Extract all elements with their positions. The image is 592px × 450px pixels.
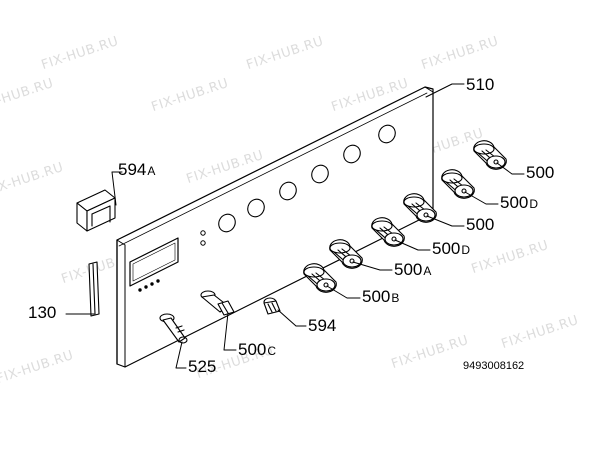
label-number: 594 — [308, 316, 337, 335]
label-number: 510 — [466, 75, 495, 94]
label-594: 594 — [308, 317, 336, 334]
label-500: 500 — [526, 164, 554, 181]
knob — [329, 239, 363, 269]
label-594a: 594A — [118, 161, 155, 180]
label-number: 525 — [188, 357, 217, 376]
label-suffix: D — [529, 197, 539, 211]
label-suffix: A — [423, 264, 432, 278]
label-number: 130 — [28, 303, 57, 322]
label-suffix: D — [461, 243, 471, 257]
label-suffix: A — [147, 164, 156, 178]
label-number: 500 — [500, 193, 529, 212]
label-500: 500 — [466, 216, 494, 233]
clip-bracket — [76, 189, 116, 232]
label-number: 500 — [362, 287, 391, 306]
extension-shaft — [200, 290, 235, 316]
small-knob — [263, 297, 281, 315]
label-number: 500 — [394, 260, 423, 279]
label-suffix: B — [391, 291, 400, 305]
label-suffix: C — [267, 344, 277, 358]
label-500d: 500D — [500, 194, 538, 213]
label-number: 500 — [526, 163, 555, 182]
screw — [159, 313, 188, 344]
knob — [403, 193, 437, 223]
label-number: 594 — [118, 160, 147, 179]
label-number: 500 — [466, 215, 495, 234]
label-500a: 500A — [394, 261, 431, 280]
leader-lines — [65, 83, 525, 369]
label-500c: 500C — [238, 341, 276, 360]
label-number: 500 — [432, 239, 461, 258]
label-500b: 500B — [362, 288, 399, 307]
rod — [88, 261, 100, 317]
label-500d: 500D — [432, 240, 470, 259]
label-number: 500 — [238, 340, 267, 359]
label-525: 525 — [188, 358, 216, 375]
label-130: 130 — [28, 304, 56, 321]
knob — [473, 140, 507, 170]
document-number: 9493008162 — [463, 360, 525, 372]
control-panel — [116, 86, 434, 368]
knob — [303, 263, 337, 293]
label-510: 510 — [466, 76, 494, 93]
